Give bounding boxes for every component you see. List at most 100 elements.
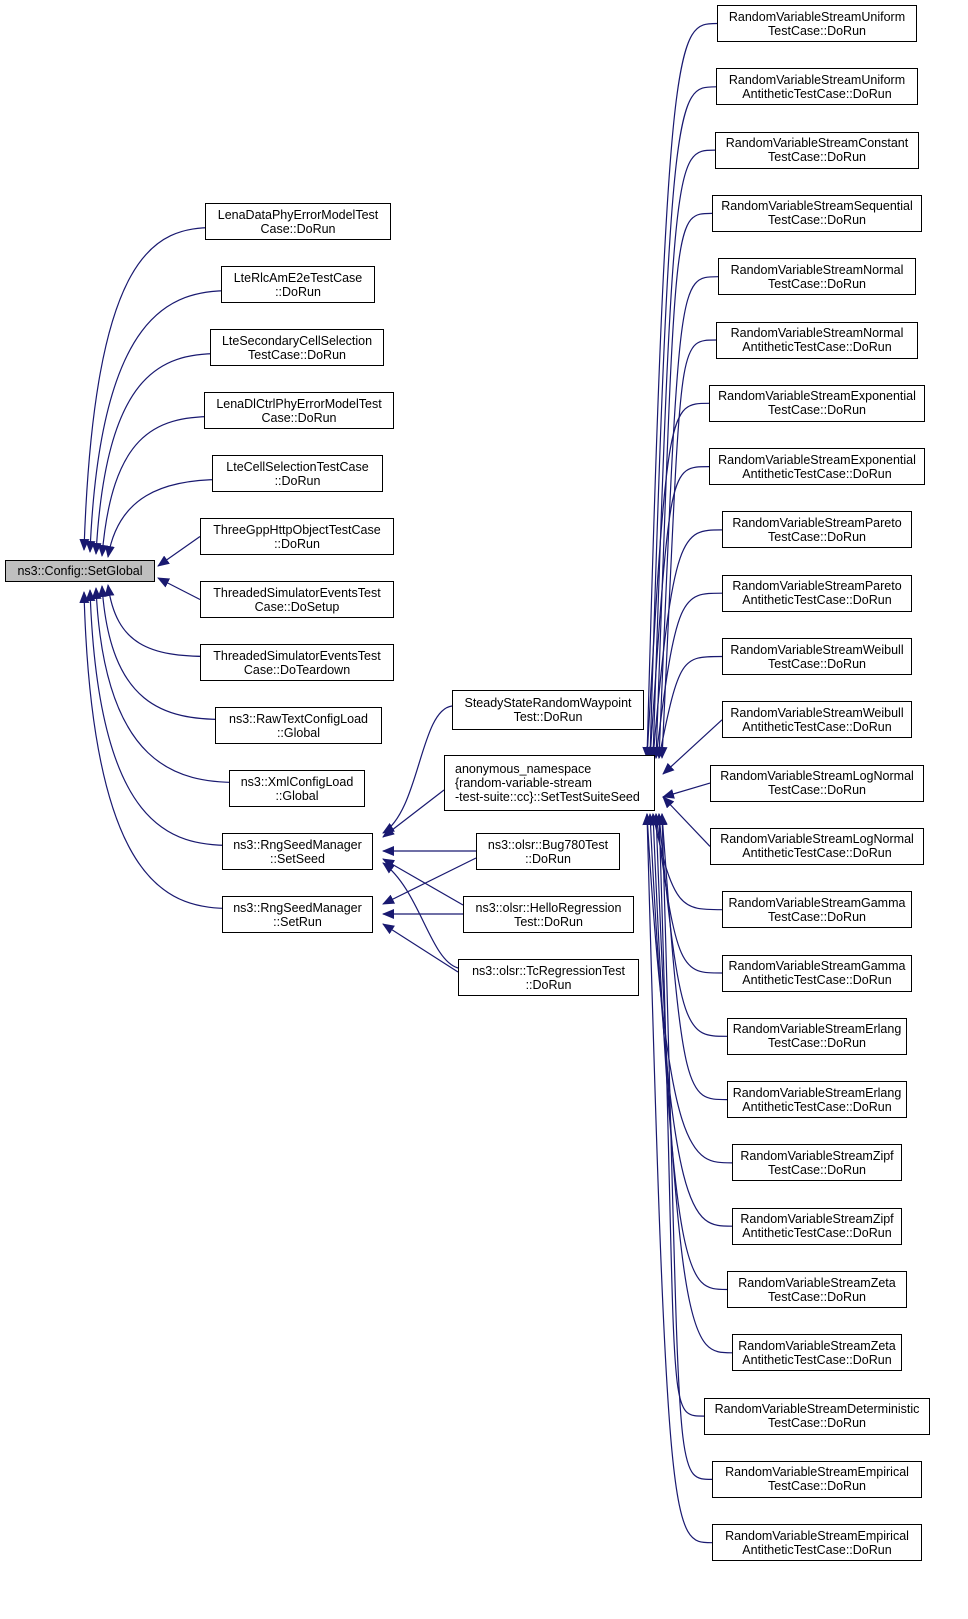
node-ns3-xmlconfigload-global[interactable]: ns3::XmlConfigLoad::Global bbox=[229, 770, 365, 807]
node-label-line: ::Global bbox=[276, 725, 321, 740]
edge-suiteseed-to-setseed bbox=[382, 789, 445, 838]
node-label-line: AntitheticTestCase::DoRun bbox=[742, 1542, 892, 1557]
edge-suite-caller-22-to-suiteseed bbox=[654, 813, 705, 1417]
node-label-line: TestCase::DoRun bbox=[248, 347, 346, 362]
node-label-line: ::DoRun bbox=[274, 536, 320, 551]
node-ltecellselectiontestcase-dorun[interactable]: LteCellSelectionTestCase::DoRun bbox=[212, 455, 383, 492]
edge-caller-5-to-root bbox=[157, 536, 201, 567]
edge-caller-10-to-root bbox=[85, 589, 233, 847]
edge-tc-to-setseed bbox=[382, 862, 459, 969]
edge-suite-caller-6-to-suiteseed bbox=[642, 402, 710, 759]
node-label-line: ns3::RngSeedManager bbox=[233, 900, 362, 915]
node-anonymous-namespace-random-variable-stream-test-suite-cc-settestsuiteseed[interactable]: anonymous_namespace{random-variable-stre… bbox=[444, 755, 655, 811]
node-ns3-olsr-bug780test-dorun[interactable]: ns3::olsr::Bug780Test::DoRun bbox=[476, 833, 620, 870]
edge-suite-caller-10-to-suiteseed bbox=[656, 655, 723, 759]
node-label-line: ::DoRun bbox=[275, 284, 321, 299]
node-label-line: ns3::olsr::TcRegressionTest bbox=[472, 963, 625, 978]
node-label-line: anonymous_namespace bbox=[455, 762, 592, 776]
edge-suite-caller-20-to-suiteseed bbox=[648, 813, 728, 1291]
node-label-line: LteCellSelectionTestCase bbox=[226, 459, 369, 474]
node-label-line: Case::DoTeardown bbox=[243, 662, 351, 677]
node-label-line: RandomVariableStreamSequential bbox=[721, 199, 913, 214]
edge-caller-4-to-root bbox=[104, 478, 223, 558]
node-ns3-rngseedmanager-setseed[interactable]: ns3::RngSeedManager::SetSeed bbox=[222, 833, 373, 870]
node-label-line: RandomVariableStreamErlang bbox=[732, 1085, 902, 1100]
node-label-line: RandomVariableStreamZeta bbox=[738, 1338, 896, 1353]
node-threegpphttpobjecttestcase-dorun[interactable]: ThreeGppHttpObjectTestCase::DoRun bbox=[200, 518, 394, 555]
edge-caller-8-to-root bbox=[97, 585, 226, 721]
node-label-line: {random-variable-stream bbox=[455, 776, 592, 790]
node-label-line: TestCase::DoRun bbox=[768, 213, 866, 228]
node-label-line: SteadyStateRandomWaypoint bbox=[464, 696, 632, 710]
edge-suite-caller-11-to-suiteseed bbox=[662, 719, 723, 775]
node-label-line: Case::DoRun bbox=[260, 221, 336, 236]
node-label-line: AntitheticTestCase::DoRun bbox=[742, 1099, 892, 1114]
edge-caller-7-to-root bbox=[104, 584, 211, 658]
node-label-line: ns3::olsr::HelloRegression bbox=[475, 900, 622, 915]
node-label-line: AntitheticTestCase::DoRun bbox=[742, 846, 892, 861]
node-label-line: LteSecondaryCellSelection bbox=[221, 333, 373, 348]
node-label-line: ::DoRun bbox=[525, 851, 571, 866]
node-label-line: ::SetRun bbox=[273, 914, 322, 929]
edge-suite-caller-16-to-suiteseed bbox=[655, 813, 728, 1037]
edge-suite-caller-19-to-suiteseed bbox=[645, 813, 733, 1227]
node-ns3-rawtextconfigload-global[interactable]: ns3::RawTextConfigLoad::Global bbox=[215, 707, 382, 744]
edge-caller-1-to-root bbox=[85, 289, 232, 553]
node-label-line: RandomVariableStreamZipf bbox=[740, 1148, 894, 1163]
node-ns3-olsr-tcregressiontest-dorun[interactable]: ns3::olsr::TcRegressionTest::DoRun bbox=[458, 959, 639, 996]
node-label-line: TestCase::DoRun bbox=[768, 276, 866, 291]
root-node-set-global[interactable]: ns3::Config::SetGlobal bbox=[5, 560, 155, 582]
node-label-line: TestCase::DoRun bbox=[768, 1289, 866, 1304]
node-label-line: LenaDlCtrlPhyErrorModelTest bbox=[216, 396, 382, 411]
node-label-line: Case::DoRun bbox=[261, 410, 337, 425]
edge-caller-9-to-root bbox=[91, 587, 240, 784]
node-label-line: TestCase::DoRun bbox=[768, 1479, 866, 1494]
edge-tc-to-setrun bbox=[382, 923, 459, 973]
node-label-line: ns3::Config::SetGlobal bbox=[17, 564, 143, 578]
node-label-line: TestCase::DoRun bbox=[768, 150, 866, 165]
edge-suite-caller-17-to-suiteseed bbox=[657, 813, 728, 1101]
node-label-line: RandomVariableStreamPareto bbox=[732, 579, 902, 594]
node-label-line: TestCase::DoRun bbox=[768, 403, 866, 418]
node-label-line: RandomVariableStreamNormal bbox=[730, 326, 904, 340]
node-label-line: TestCase::DoRun bbox=[768, 1162, 866, 1177]
node-label-line: RandomVariableStreamEmpirical bbox=[725, 1465, 909, 1480]
node-label-line: RandomVariableStreamGamma bbox=[728, 959, 906, 973]
node-label-line: RandomVariableStreamZipf bbox=[740, 1212, 894, 1227]
node-lterlcame2etestcase-dorun[interactable]: LteRlcAmE2eTestCase::DoRun bbox=[221, 266, 375, 303]
node-ns3-rngseedmanager-setrun[interactable]: ns3::RngSeedManager::SetRun bbox=[222, 896, 373, 933]
